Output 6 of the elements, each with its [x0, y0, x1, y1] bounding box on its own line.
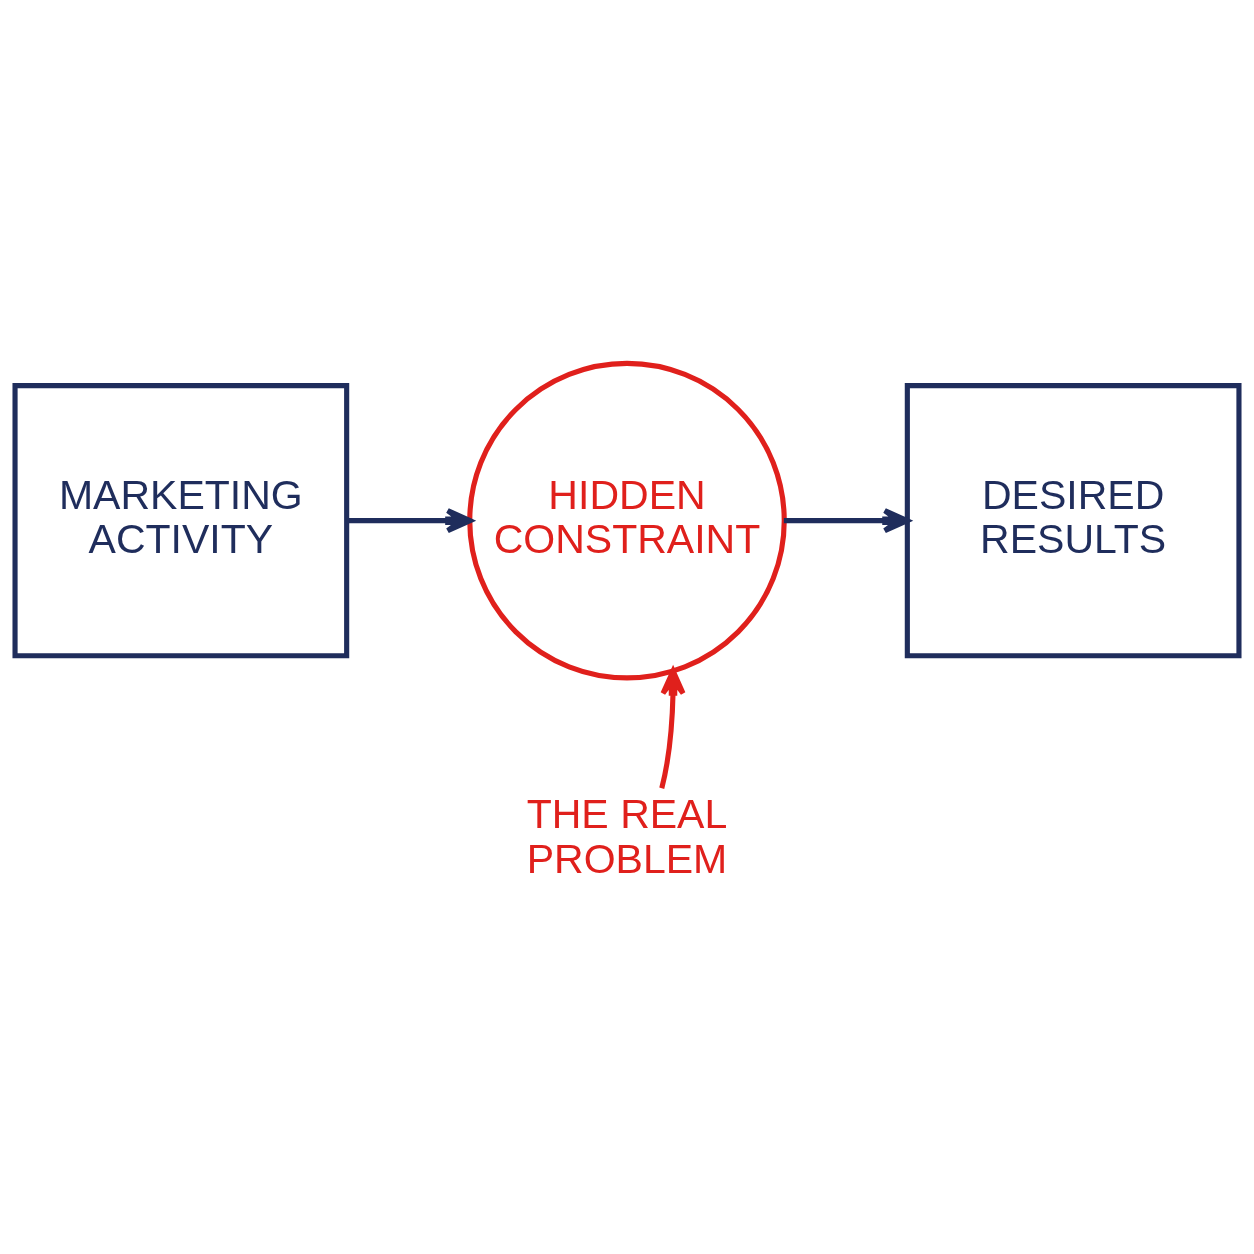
node-circle: HIDDEN CONSTRAINT [467, 360, 787, 680]
arrow [659, 667, 686, 789]
node-box: DESIRED RESULTS [904, 382, 1242, 658]
node-text: THE REAL PROBLEM [526, 790, 728, 882]
arrow [346, 507, 473, 533]
node-box: MARKETING ACTIVITY [12, 382, 350, 658]
